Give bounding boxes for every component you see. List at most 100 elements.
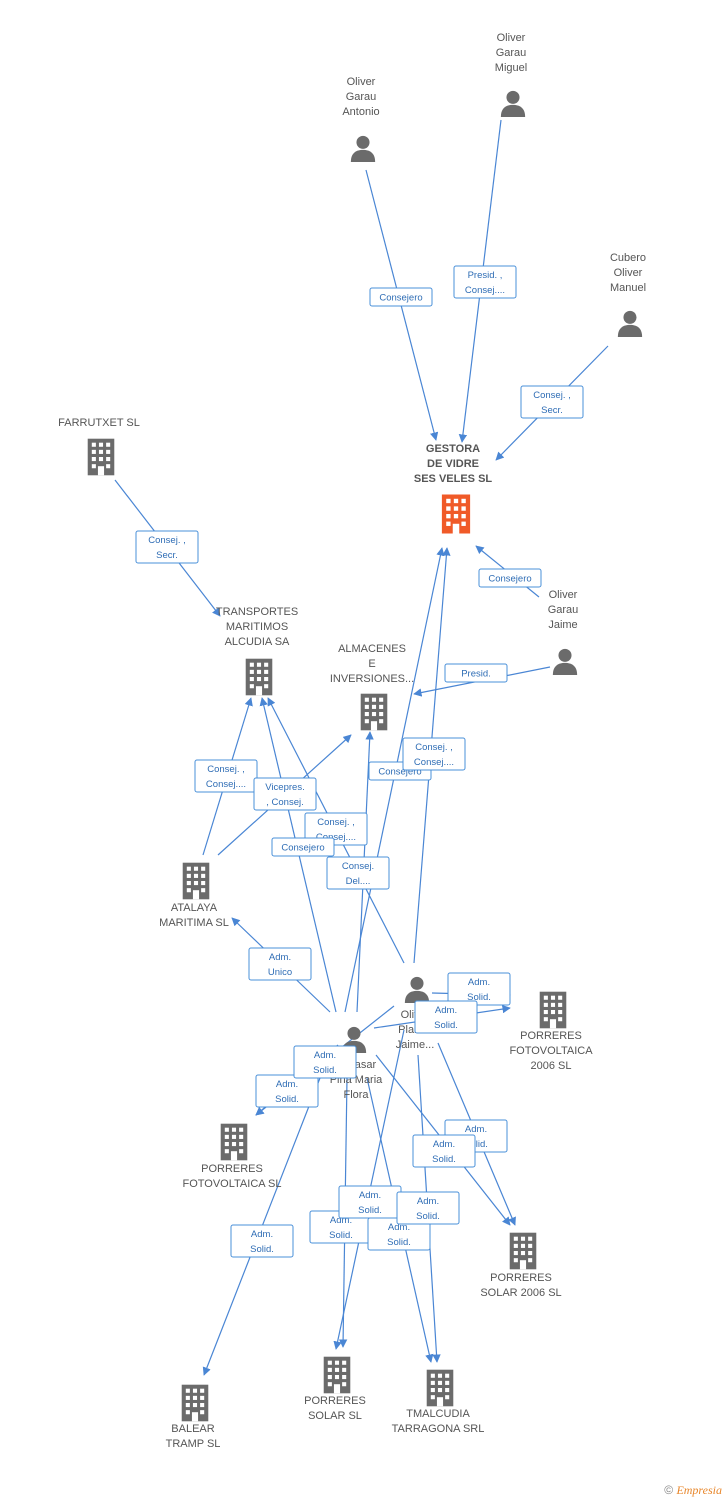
node-label: PORRERES xyxy=(304,1395,366,1407)
edge-label-box xyxy=(194,759,258,793)
edge-label-baltasar-gestora[interactable]: Consej. Del.... xyxy=(326,856,390,890)
edge-label-text: Vicepres. xyxy=(265,782,304,793)
edge-label-text: Consej. xyxy=(342,861,374,872)
edge-label-baltasar-pf[interactable]: Adm.Solid. xyxy=(293,1045,357,1079)
node-label: INVERSIONES... xyxy=(330,673,414,685)
node-label: ATALAYA xyxy=(171,902,218,914)
person-icon xyxy=(350,135,376,162)
edge-label-atalaya-almacenes[interactable]: Vicepres. , Consej. xyxy=(253,777,317,811)
edge-label-text: Presid. xyxy=(461,669,491,680)
edge-label-box xyxy=(412,1134,476,1168)
edge-label-text: Adm. xyxy=(359,1190,381,1201)
node-label: Miguel xyxy=(495,62,527,74)
edge-label-text: Solid. xyxy=(275,1094,299,1105)
edge-label-planas-pf[interactable]: Adm.Solid. xyxy=(255,1074,319,1108)
edge-label-box xyxy=(478,568,542,588)
node-label: SES VELES SL xyxy=(414,473,493,485)
edge-label-antonio-gestora[interactable]: Consejero xyxy=(369,287,433,307)
node-label: FOTOVOLTAICA xyxy=(509,1045,593,1057)
node-label: 2006 SL xyxy=(531,1060,572,1072)
edge-label-baltasar-transportes[interactable]: Consej. ,Consej.... xyxy=(304,812,368,846)
node-label: Antonio xyxy=(342,106,379,118)
edge-label-text: Adm. xyxy=(251,1229,273,1240)
node-label: Oliver xyxy=(549,589,578,601)
node-almacenes[interactable]: ALMACENESEINVERSIONES... xyxy=(330,643,414,731)
copyright-symbol: © xyxy=(664,1483,674,1497)
edge-label-text: , Consej. xyxy=(266,797,304,808)
node-label: Oliver xyxy=(497,32,526,44)
edge-label-text: Consej. , xyxy=(207,764,245,775)
building-icon xyxy=(87,438,115,476)
edge-label-text: Solid. xyxy=(313,1065,337,1076)
edge-label-text: Consej. , xyxy=(317,817,355,828)
node-ps2006[interactable]: PORRERES SOLAR 2006 SL xyxy=(480,1232,562,1299)
edge-label-baltasar-pf2006[interactable]: Adm.Solid. xyxy=(414,1000,478,1034)
building-icon xyxy=(323,1356,351,1394)
edge-label-text: Consej.... xyxy=(414,757,454,768)
edge-label-box xyxy=(135,530,199,564)
edge-label-text: Adm. xyxy=(388,1222,410,1233)
node-label: MARITIMOS xyxy=(226,621,288,633)
node-label: PORRERES xyxy=(520,1030,582,1042)
edge-label-planas-transportes[interactable]: Consejero xyxy=(271,837,335,857)
edge-label-text: Solid. xyxy=(416,1211,440,1222)
edge-label-text: Del.... xyxy=(346,876,371,887)
edge-label-jaime-gestora[interactable]: Consejero xyxy=(478,568,542,588)
edge-label-planas-pf2006[interactable]: Adm.Solid. xyxy=(447,972,511,1006)
edge-label-baltasar-atalaya[interactable]: Adm.Unico xyxy=(248,947,312,981)
building-icon xyxy=(509,1232,537,1270)
node-label: SOLAR 2006 SL xyxy=(480,1287,561,1299)
building-icon xyxy=(181,1384,209,1422)
edge-label-baltasar-ps2006[interactable]: Adm.Solid. xyxy=(412,1134,476,1168)
building-icon xyxy=(426,1369,454,1407)
person-icon xyxy=(404,976,430,1003)
node-label: FOTOVOLTAICA SL xyxy=(182,1178,281,1190)
edge-label-planas-tmalcudia[interactable]: Adm.Solid. xyxy=(396,1191,460,1225)
edge-label-box xyxy=(447,972,511,1006)
brand-name[interactable]: Empresia xyxy=(676,1483,722,1497)
edge-label-baltasar-balear[interactable]: Adm.Solid. xyxy=(230,1224,294,1258)
edge-label-box xyxy=(326,856,390,890)
edge-label-cubero-gestora[interactable]: Consej. ,Secr. xyxy=(520,385,584,419)
edge-label-box xyxy=(453,265,517,299)
node-label: Jaime... xyxy=(396,1039,435,1051)
edge-label-baltasar-psolar[interactable]: Adm.Solid. xyxy=(309,1210,373,1244)
node-label: PORRERES xyxy=(490,1272,552,1284)
edge-label-text: Adm. xyxy=(330,1215,352,1226)
edge-label-text: Adm. xyxy=(468,977,490,988)
edge-label-planas-gestora[interactable]: Consej. , Consej.... xyxy=(402,737,466,771)
edge-label-atalaya-transportes[interactable]: Consej. ,Consej.... xyxy=(194,759,258,793)
edge-label-jaime-almacenes[interactable]: Presid. xyxy=(444,663,508,683)
building-icon xyxy=(182,862,210,900)
edge-label-box xyxy=(255,1074,319,1108)
node-pf2006[interactable]: PORRERES FOTOVOLTAICA 2006 SL xyxy=(509,991,593,1072)
edge-label-box xyxy=(396,1191,460,1225)
edge-label-miguel-gestora[interactable]: Presid. ,Consej.... xyxy=(453,265,517,299)
node-farrutxet[interactable]: FARRUTXET SL xyxy=(58,417,140,476)
edge-label-text: Adm. xyxy=(433,1139,455,1150)
footer-brand: © Empresia xyxy=(664,1483,722,1498)
edge-label-text: Consej. , xyxy=(415,742,453,753)
person-icon xyxy=(552,648,578,675)
edge-label-text: Consej.... xyxy=(465,285,505,296)
edge-label-baltasar-tmalcudia[interactable]: Adm.Solid. xyxy=(367,1217,431,1251)
edge-label-text: Secr. xyxy=(541,405,563,416)
edge-label-planas-psolar[interactable]: Adm.Solid. xyxy=(338,1185,402,1219)
node-label: Garau xyxy=(548,604,579,616)
edge-label-text: Secr. xyxy=(156,550,178,561)
edge-label-farrutxet-transportes[interactable]: Consej. ,Secr. xyxy=(135,530,199,564)
